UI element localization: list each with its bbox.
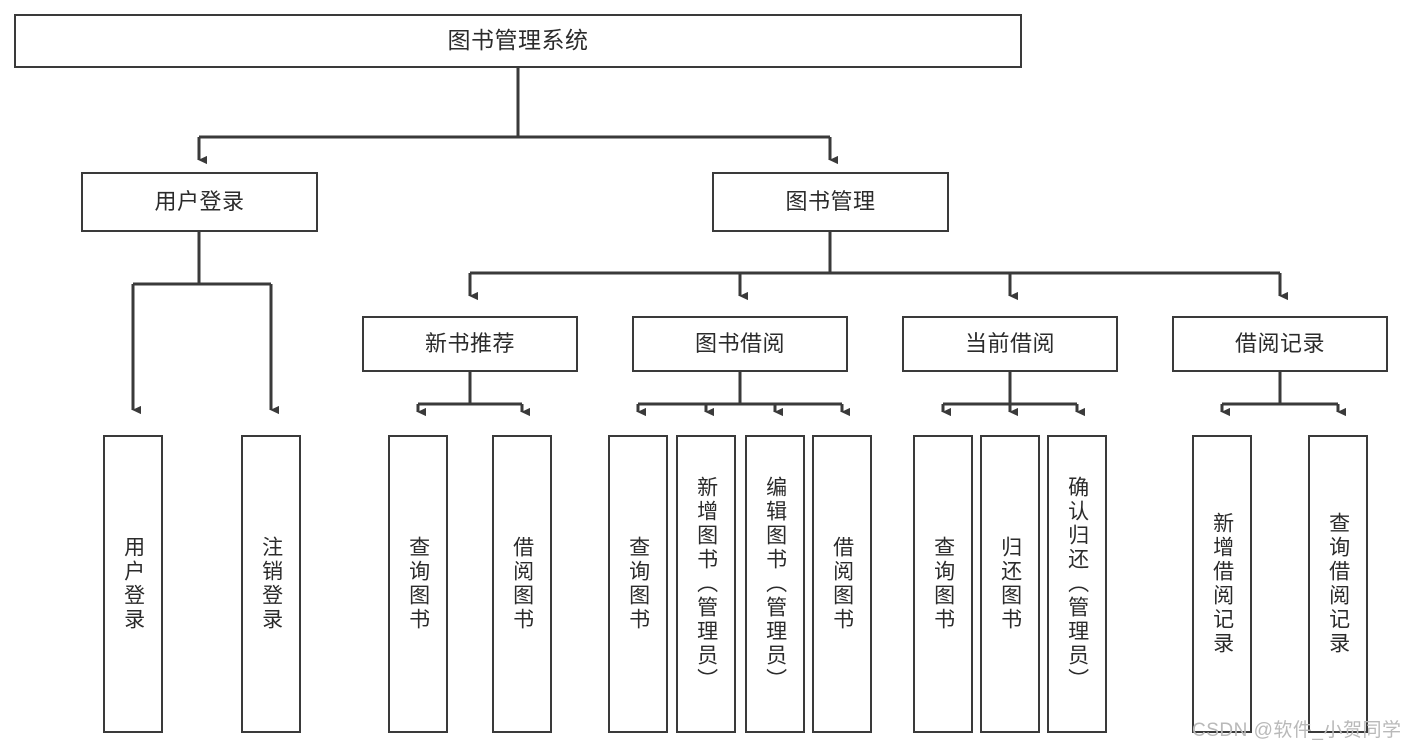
node-book-borrow[interactable]: 图书借阅 [632,316,848,372]
node-leaf-edit-book-label: 编辑图书（管理员） [763,476,787,692]
node-leaf-query-book-2-label: 查询图书 [626,536,650,632]
node-borrow-record-label: 借阅记录 [1234,331,1325,357]
node-leaf-borrow-book-2[interactable]: 借阅图书 [812,435,872,733]
node-leaf-logout[interactable]: 注销登录 [241,435,301,733]
node-leaf-query-record-label: 查询借阅记录 [1326,512,1350,656]
node-leaf-add-record-label: 新增借阅记录 [1210,512,1234,656]
node-leaf-confirm-return[interactable]: 确认归还（管理员） [1047,435,1107,733]
node-leaf-query-book-1[interactable]: 查询图书 [388,435,448,733]
node-leaf-edit-book[interactable]: 编辑图书（管理员） [745,435,805,733]
node-leaf-add-record[interactable]: 新增借阅记录 [1192,435,1252,733]
node-leaf-query-record[interactable]: 查询借阅记录 [1308,435,1368,733]
node-current-borrow-label: 当前借阅 [964,331,1055,357]
node-book-borrow-label: 图书借阅 [694,331,785,357]
node-leaf-confirm-return-label: 确认归还（管理员） [1065,476,1089,692]
node-leaf-query-book-1-label: 查询图书 [406,536,430,632]
node-leaf-user-login-label: 用户登录 [121,536,145,632]
node-root[interactable]: 图书管理系统 [14,14,1022,68]
node-leaf-add-book[interactable]: 新增图书（管理员） [676,435,736,733]
node-leaf-borrow-book-2-label: 借阅图书 [830,536,854,632]
node-leaf-user-login[interactable]: 用户登录 [103,435,163,733]
node-leaf-borrow-book-1-label: 借阅图书 [510,536,534,632]
node-leaf-logout-label: 注销登录 [259,536,283,632]
node-leaf-return-book[interactable]: 归还图书 [980,435,1040,733]
node-current-borrow[interactable]: 当前借阅 [902,316,1118,372]
node-root-label: 图书管理系统 [447,27,589,54]
node-leaf-borrow-book-1[interactable]: 借阅图书 [492,435,552,733]
csdn-watermark: CSDN @软件_小贺同学 [1192,720,1402,741]
node-leaf-query-book-3[interactable]: 查询图书 [913,435,973,733]
node-book-manage-label: 图书管理 [785,189,876,215]
node-book-manage[interactable]: 图书管理 [712,172,949,232]
node-borrow-record[interactable]: 借阅记录 [1172,316,1388,372]
node-user-login[interactable]: 用户登录 [81,172,318,232]
node-leaf-query-book-3-label: 查询图书 [931,536,955,632]
node-user-login-label: 用户登录 [154,189,245,215]
node-leaf-add-book-label: 新增图书（管理员） [694,476,718,692]
node-new-book-rec[interactable]: 新书推荐 [362,316,578,372]
node-leaf-return-book-label: 归还图书 [998,536,1022,632]
node-leaf-query-book-2[interactable]: 查询图书 [608,435,668,733]
node-new-book-rec-label: 新书推荐 [424,331,515,357]
